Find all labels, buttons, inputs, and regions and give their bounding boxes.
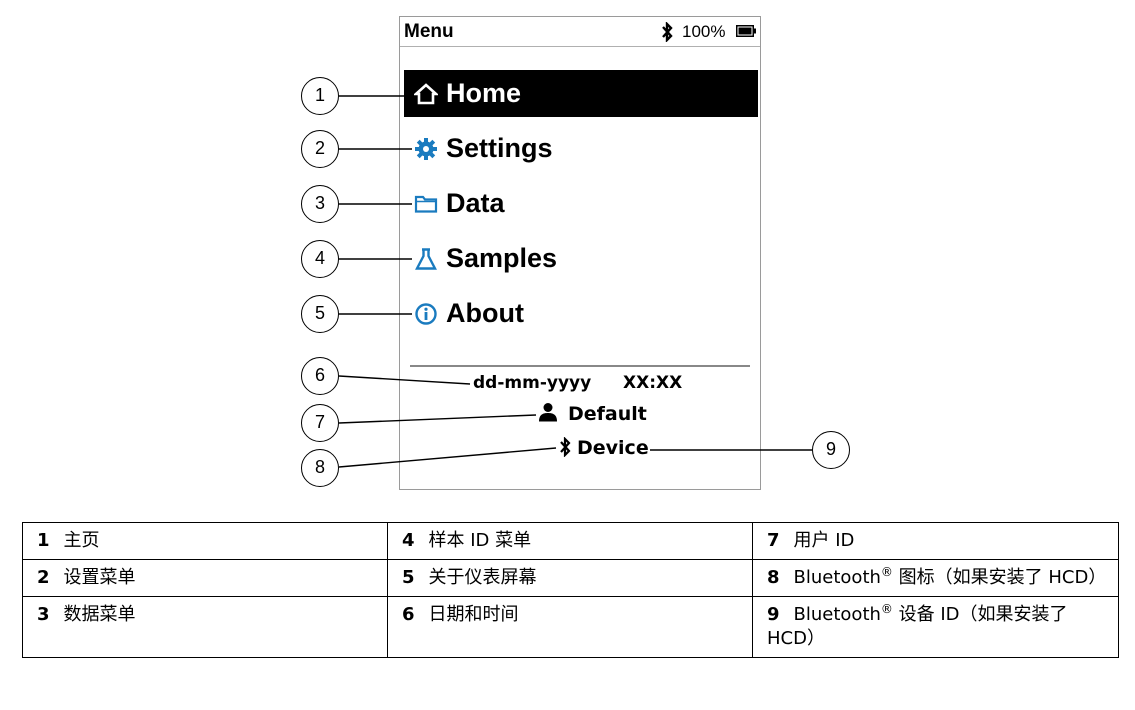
table-row: 3 数据菜单 6 日期和时间 9 Bluetooth® 设备 ID（如果安装了 HCD… [22, 596, 1119, 658]
table-row: 1 主页 4 样本 ID 菜单 7 用户 ID [22, 522, 1119, 560]
legend-text: 主页 [63, 530, 100, 551]
legend-number: 8 [767, 567, 780, 588]
legend-cell: 1 主页 [22, 522, 388, 560]
callout-line-6 [338, 375, 471, 385]
callout-3: 3 [301, 185, 339, 223]
legend-number: 5 [402, 567, 415, 588]
flask-icon [415, 248, 437, 270]
callout-2: 2 [301, 130, 339, 168]
callout-line-8 [338, 447, 557, 468]
info-icon [415, 303, 437, 325]
legend-cell: 5 关于仪表屏幕 [387, 559, 753, 597]
bluetooth-icon [662, 22, 673, 42]
legend-cell: 7 用户 ID [752, 522, 1119, 560]
menu-item-label: Settings [446, 133, 553, 163]
legend-cell: 3 数据菜单 [22, 596, 388, 658]
user-icon [539, 403, 557, 422]
legend-number: 6 [402, 604, 415, 625]
device-id: Device [577, 437, 649, 459]
menu-item-data[interactable]: Data [404, 180, 758, 227]
callout-7: 7 [301, 404, 339, 442]
legend-text: 日期和时间 [428, 604, 519, 625]
legend-text: 设置菜单 [63, 567, 136, 588]
callout-9: 9 [812, 431, 850, 469]
legend-number: 2 [37, 567, 50, 588]
menu-item-home[interactable]: Home [404, 70, 758, 117]
legend-number: 4 [402, 530, 415, 551]
battery-full-icon [736, 25, 756, 37]
legend-number: 1 [37, 530, 50, 551]
time-display: XX:XX [623, 373, 683, 393]
menu-item-samples[interactable]: Samples [404, 235, 758, 282]
device-screen: Menu 100% Home [399, 16, 761, 490]
legend-text: 数据菜单 [63, 604, 136, 625]
legend-number: 3 [37, 604, 50, 625]
menu-item-label: About [446, 298, 524, 328]
legend-cell: 4 样本 ID 菜单 [387, 522, 753, 560]
registered-mark: ® [880, 565, 893, 579]
menu-item-label: Data [446, 188, 505, 218]
callout-1: 1 [301, 77, 339, 115]
legend-number: 9 [767, 604, 780, 625]
legend-text: 图标（如果安装了 HCD） [892, 567, 1107, 588]
gear-icon [415, 138, 437, 160]
callout-8: 8 [301, 449, 339, 487]
legend-number: 7 [767, 530, 780, 551]
callout-line-7 [338, 414, 537, 424]
table-row: 2 设置菜单 5 关于仪表屏幕 8 Bluetooth® 图标（如果安装了 HCD） [22, 559, 1119, 597]
legend-text: 用户 ID [793, 530, 855, 551]
registered-mark: ® [880, 602, 893, 616]
legend-cell: 9 Bluetooth® 设备 ID（如果安装了 HCD） [752, 596, 1119, 658]
callout-6: 6 [301, 357, 339, 395]
legend-cell: 2 设置菜单 [22, 559, 388, 597]
menu-item-label: Samples [446, 243, 558, 273]
status-bar-title: Menu [404, 21, 454, 42]
legend-text: 关于仪表屏幕 [428, 567, 537, 588]
battery-level: 100% [682, 22, 726, 41]
user-id: Default [568, 403, 647, 425]
callout-lines [338, 95, 812, 468]
menu-item-label: Home [446, 78, 522, 108]
legend-text: 设备 ID（如果安装了 HCD） [767, 604, 1068, 649]
legend-cell: 8 Bluetooth® 图标（如果安装了 HCD） [752, 559, 1119, 597]
status-bar: Menu 100% [400, 17, 760, 47]
legend-cell: 6 日期和时间 [387, 596, 753, 658]
legend-text: Bluetooth [793, 567, 881, 588]
legend-text: 样本 ID 菜单 [428, 530, 532, 551]
home-icon [414, 83, 438, 105]
menu-item-settings[interactable]: Settings [404, 125, 758, 172]
callout-4: 4 [301, 240, 339, 278]
bluetooth-icon [560, 437, 571, 457]
legend-text: Bluetooth [793, 604, 881, 625]
folder-icon [414, 195, 438, 213]
date-display: dd-mm-yyyy [473, 373, 592, 393]
divider [410, 365, 750, 367]
callout-5: 5 [301, 295, 339, 333]
menu-item-about[interactable]: About [404, 290, 758, 337]
